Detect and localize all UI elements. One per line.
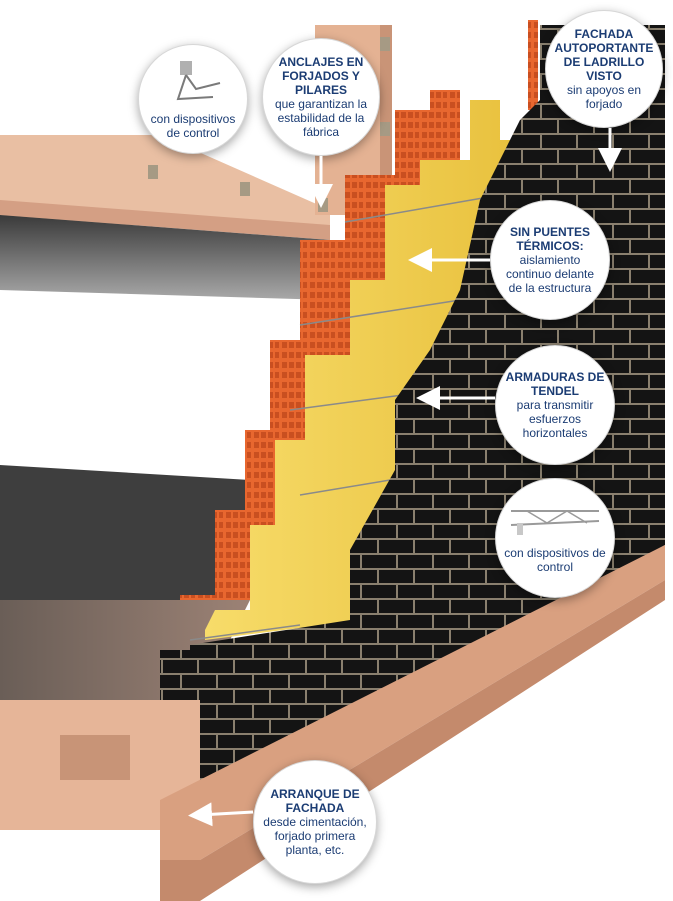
callout-anchors: ANCLAJES EN FORJADOS Y PILARES que garan… [262, 38, 380, 156]
callout-heading: SIN PUENTES TÉRMICOS: [509, 225, 590, 253]
callout-body: con dispositivos de control [150, 111, 236, 140]
upper-floor-slab [0, 135, 330, 300]
wall-tie-anchor-icon [158, 59, 228, 108]
callout-heading: ANCLAJES EN FORJADOS Y PILARES [278, 55, 364, 97]
callout-body: desde cimentación, forjado primera plant… [263, 815, 367, 857]
callout-body: que garantizan la estabilidad de la fábr… [274, 97, 368, 139]
callout-body: para transmitir esfuerzos horizontales [516, 398, 594, 440]
callout-base: ARRANQUE DE FACHADA desde cimentación, f… [253, 760, 377, 884]
callout-thermal: SIN PUENTES TÉRMICOS: aislamiento contin… [490, 200, 610, 320]
callout-facade: FACHADA AUTOPORTANTE DE LADRILLO VISTO s… [545, 10, 663, 128]
callout-control: con dispositivos de control [495, 478, 615, 598]
callout-heading: ARRANQUE DE FACHADA [270, 787, 360, 815]
callout-body: con dispositivos de control [504, 545, 606, 574]
callout-rebar: ARMADURAS DE TENDEL para transmitir esfu… [495, 345, 615, 465]
callout-body: aislamiento continuo delante de la estru… [505, 253, 595, 295]
bed-joint-reinforcement-icon [507, 503, 603, 542]
callout-body: sin apoyos en forjado [566, 83, 642, 111]
callout-heading: ARMADURAS DE TENDEL [505, 370, 605, 398]
callout-wall-tie-control: con dispositivos de control [138, 44, 248, 154]
callout-heading: FACHADA AUTOPORTANTE DE LADRILLO VISTO [554, 27, 654, 83]
